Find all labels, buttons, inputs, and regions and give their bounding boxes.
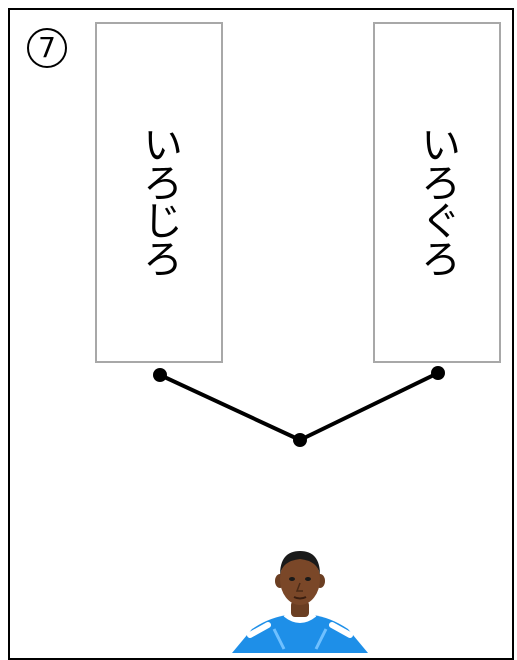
choice-text-left: いろじろ	[136, 124, 182, 276]
question-number: 7	[38, 31, 56, 64]
connector-line-left	[159, 373, 301, 442]
connector-dot-left[interactable]	[153, 368, 167, 382]
question-number-badge: 7	[27, 28, 67, 68]
connector-dot-right[interactable]	[431, 366, 445, 380]
choice-text-right: いろぐろ	[414, 124, 460, 276]
choice-card-right[interactable]: いろぐろ	[373, 22, 501, 363]
boy-avatar-icon	[232, 551, 368, 653]
connector-line-right	[299, 371, 439, 442]
choice-card-left[interactable]: いろじろ	[95, 22, 223, 363]
connector-dot-center[interactable]	[293, 433, 307, 447]
